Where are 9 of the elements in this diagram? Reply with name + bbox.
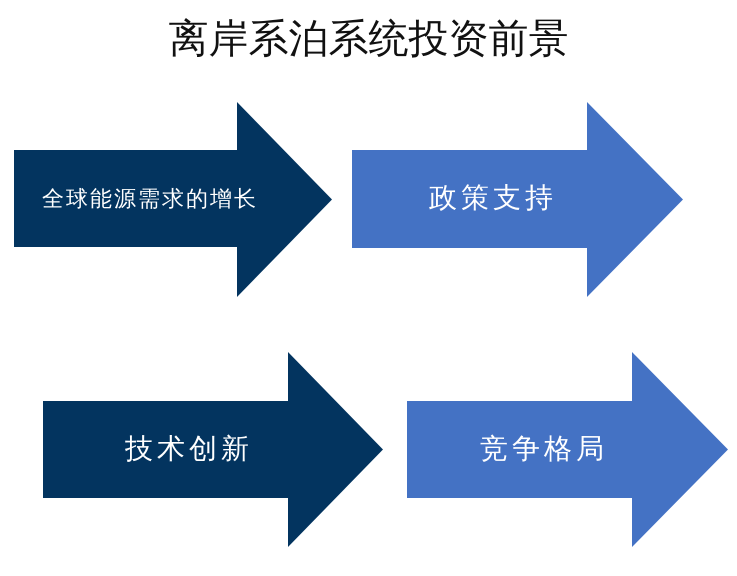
arrow-shape — [43, 352, 383, 547]
arrow-label: 技术创新 — [125, 433, 253, 467]
arrow-label: 竞争格局 — [480, 433, 608, 467]
diagram-title: 离岸系泊系统投资前景 — [168, 15, 570, 63]
arrow-shape — [407, 352, 728, 547]
arrow-shape — [352, 102, 683, 297]
arrow-shape — [14, 102, 332, 297]
arrow-label: 全球能源需求的增长 — [42, 186, 258, 212]
arrow-label: 政策支持 — [429, 182, 557, 216]
